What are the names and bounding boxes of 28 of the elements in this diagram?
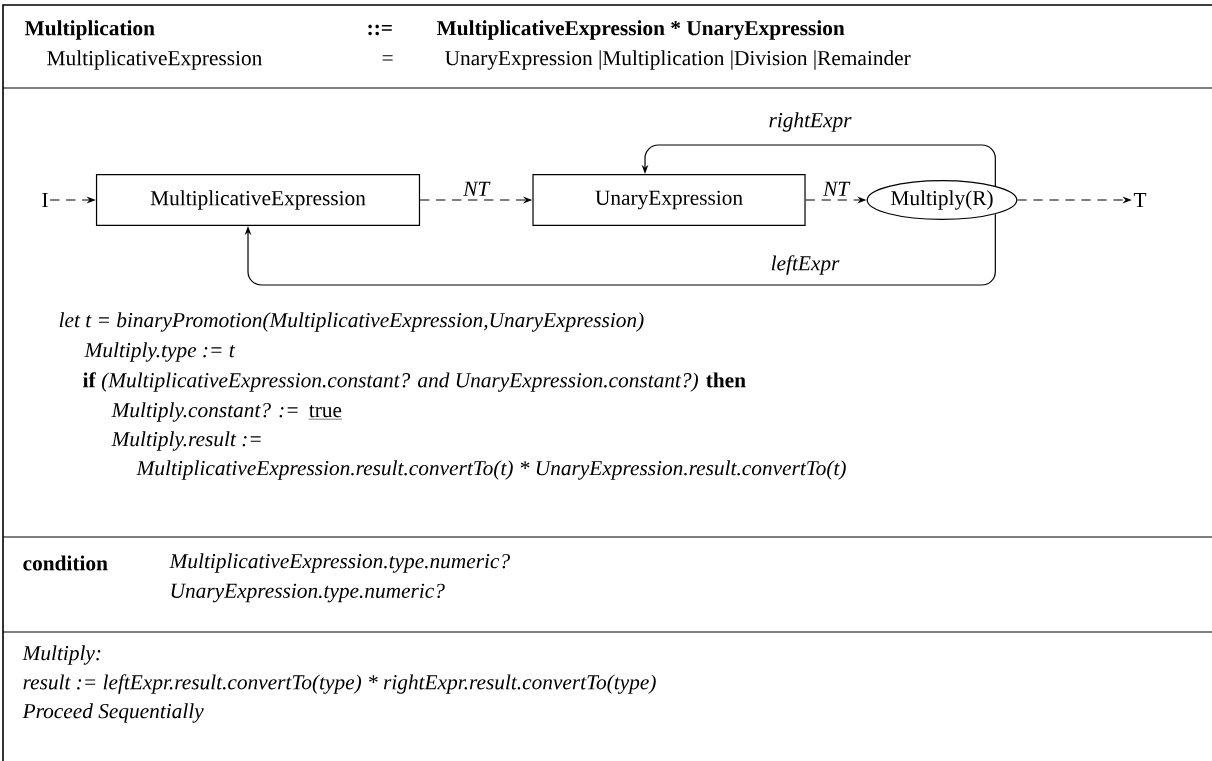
code-line: if (MultiplicativeExpression.constant? and UnaryExpression.constant?) then <box>83 372 746 392</box>
definition-symbol: ::= <box>368 24 392 36</box>
arrow <box>244 213 996 286</box>
process-box: UnaryExpression <box>532 174 806 226</box>
definition-symbol: = <box>382 55 393 61</box>
edge-label: rightExpr <box>769 112 852 132</box>
heading-text: Multiplication <box>24 20 155 40</box>
heading-text: MultiplicativeExpression * UnaryExpression <box>436 20 845 40</box>
condition-text: MultiplicativeExpression.type.numeric? <box>169 553 510 573</box>
rule-text: UnaryExpression |Multiplication |Division |Remainder <box>445 50 911 70</box>
edge-label: NT <box>822 181 851 196</box>
semantics-text: Proceed Sequentially <box>22 703 204 723</box>
condition-text: UnaryExpression.type.numeric? <box>171 583 445 603</box>
code-line: Multiply.type := t <box>84 342 236 362</box>
semantics-text: result := leftExpr.result.convertTo(type) * rightExpr.result.convertTo(type) <box>23 674 656 694</box>
code-line: let t = binaryPromotion(MultiplicativeExpression,UnaryExpression) <box>59 312 644 332</box>
section-keyword: condition <box>23 555 108 571</box>
edge-label: leftExpr <box>771 255 840 275</box>
terminal-label: I <box>42 193 48 207</box>
process-box: MultiplicativeExpression <box>95 174 421 226</box>
semantics-text: Multiply: <box>22 645 101 665</box>
keyword-value: true <box>308 405 343 420</box>
edge-label: NT <box>463 181 491 196</box>
code-line: MultiplicativeExpression.result.convertTo(t) * UnaryExpression.result.convertTo(t) <box>136 460 846 480</box>
code-line: Multiply.result := <box>111 431 261 451</box>
rule-text: MultiplicativeExpression <box>47 50 262 70</box>
code-line: Multiply.constant? := <box>111 402 298 422</box>
terminal-label: T <box>1133 193 1147 207</box>
